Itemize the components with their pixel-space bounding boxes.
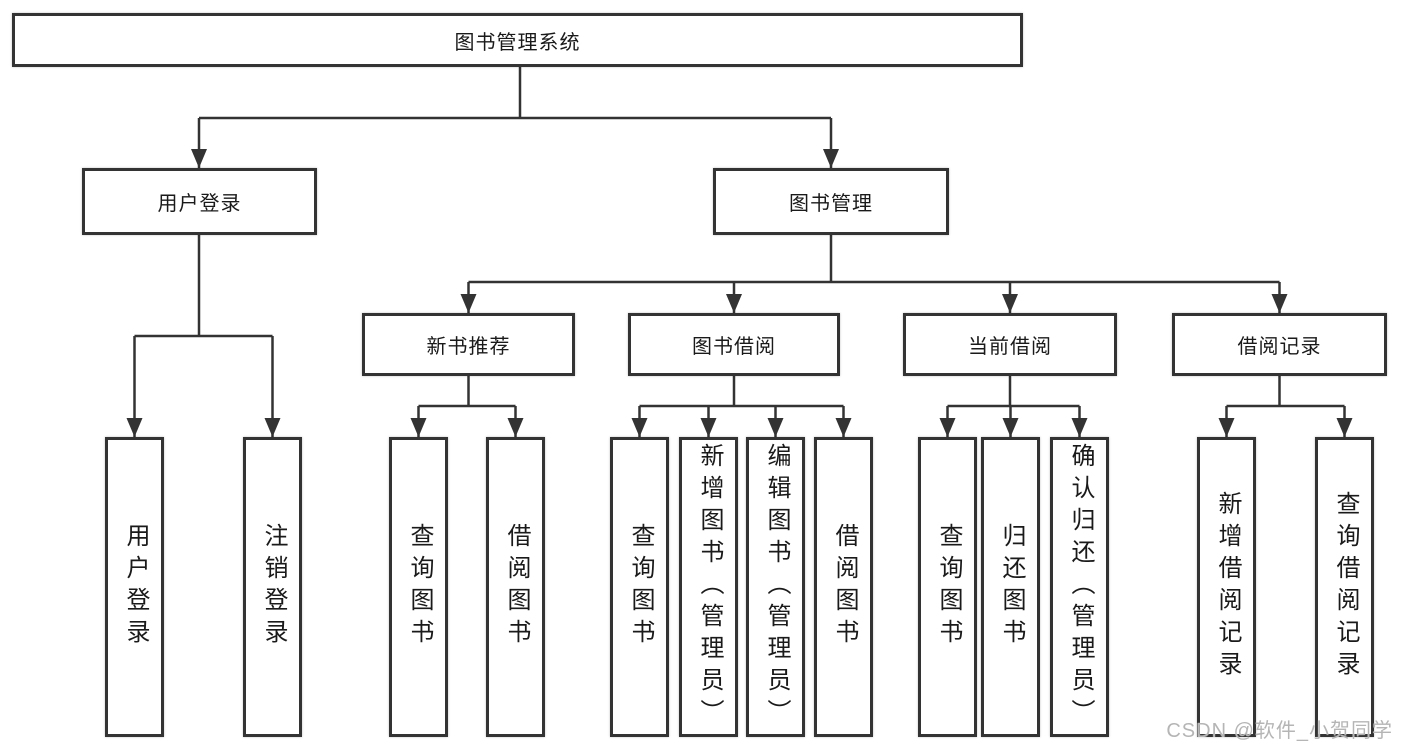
- node-book-borrowing: 图书借阅: [628, 313, 840, 376]
- node-current-borrowing: 当前借阅: [903, 313, 1117, 376]
- leaf-user-login: 用户登录: [105, 437, 164, 737]
- leaf-confirm-return-admin: 确认归还（管理员）: [1050, 437, 1109, 737]
- leaf-return-books: 归还图书: [981, 437, 1040, 737]
- leaf-logout-login: 注销登录: [243, 437, 302, 737]
- node-root: 图书管理系统: [12, 13, 1023, 67]
- watermark: CSDN @软件_小贺同学: [1166, 720, 1393, 742]
- leaf-add-books-admin: 新增图书（管理员）: [679, 437, 738, 737]
- leaf-query-books-1: 查询图书: [389, 437, 448, 737]
- leaf-add-borrow-record: 新增借阅记录: [1197, 437, 1256, 737]
- node-book-management: 图书管理: [713, 168, 949, 235]
- leaf-edit-books-admin: 编辑图书（管理员）: [746, 437, 805, 737]
- leaf-query-borrow-record: 查询借阅记录: [1315, 437, 1374, 737]
- node-new-book-recommend: 新书推荐: [362, 313, 575, 376]
- node-borrowing-records: 借阅记录: [1172, 313, 1387, 376]
- node-user-login: 用户登录: [82, 168, 317, 235]
- leaf-borrow-books-2: 借阅图书: [814, 437, 873, 737]
- leaf-borrow-books-1: 借阅图书: [486, 437, 545, 737]
- leaf-query-books-2: 查询图书: [610, 437, 669, 737]
- leaf-query-books-3: 查询图书: [918, 437, 977, 737]
